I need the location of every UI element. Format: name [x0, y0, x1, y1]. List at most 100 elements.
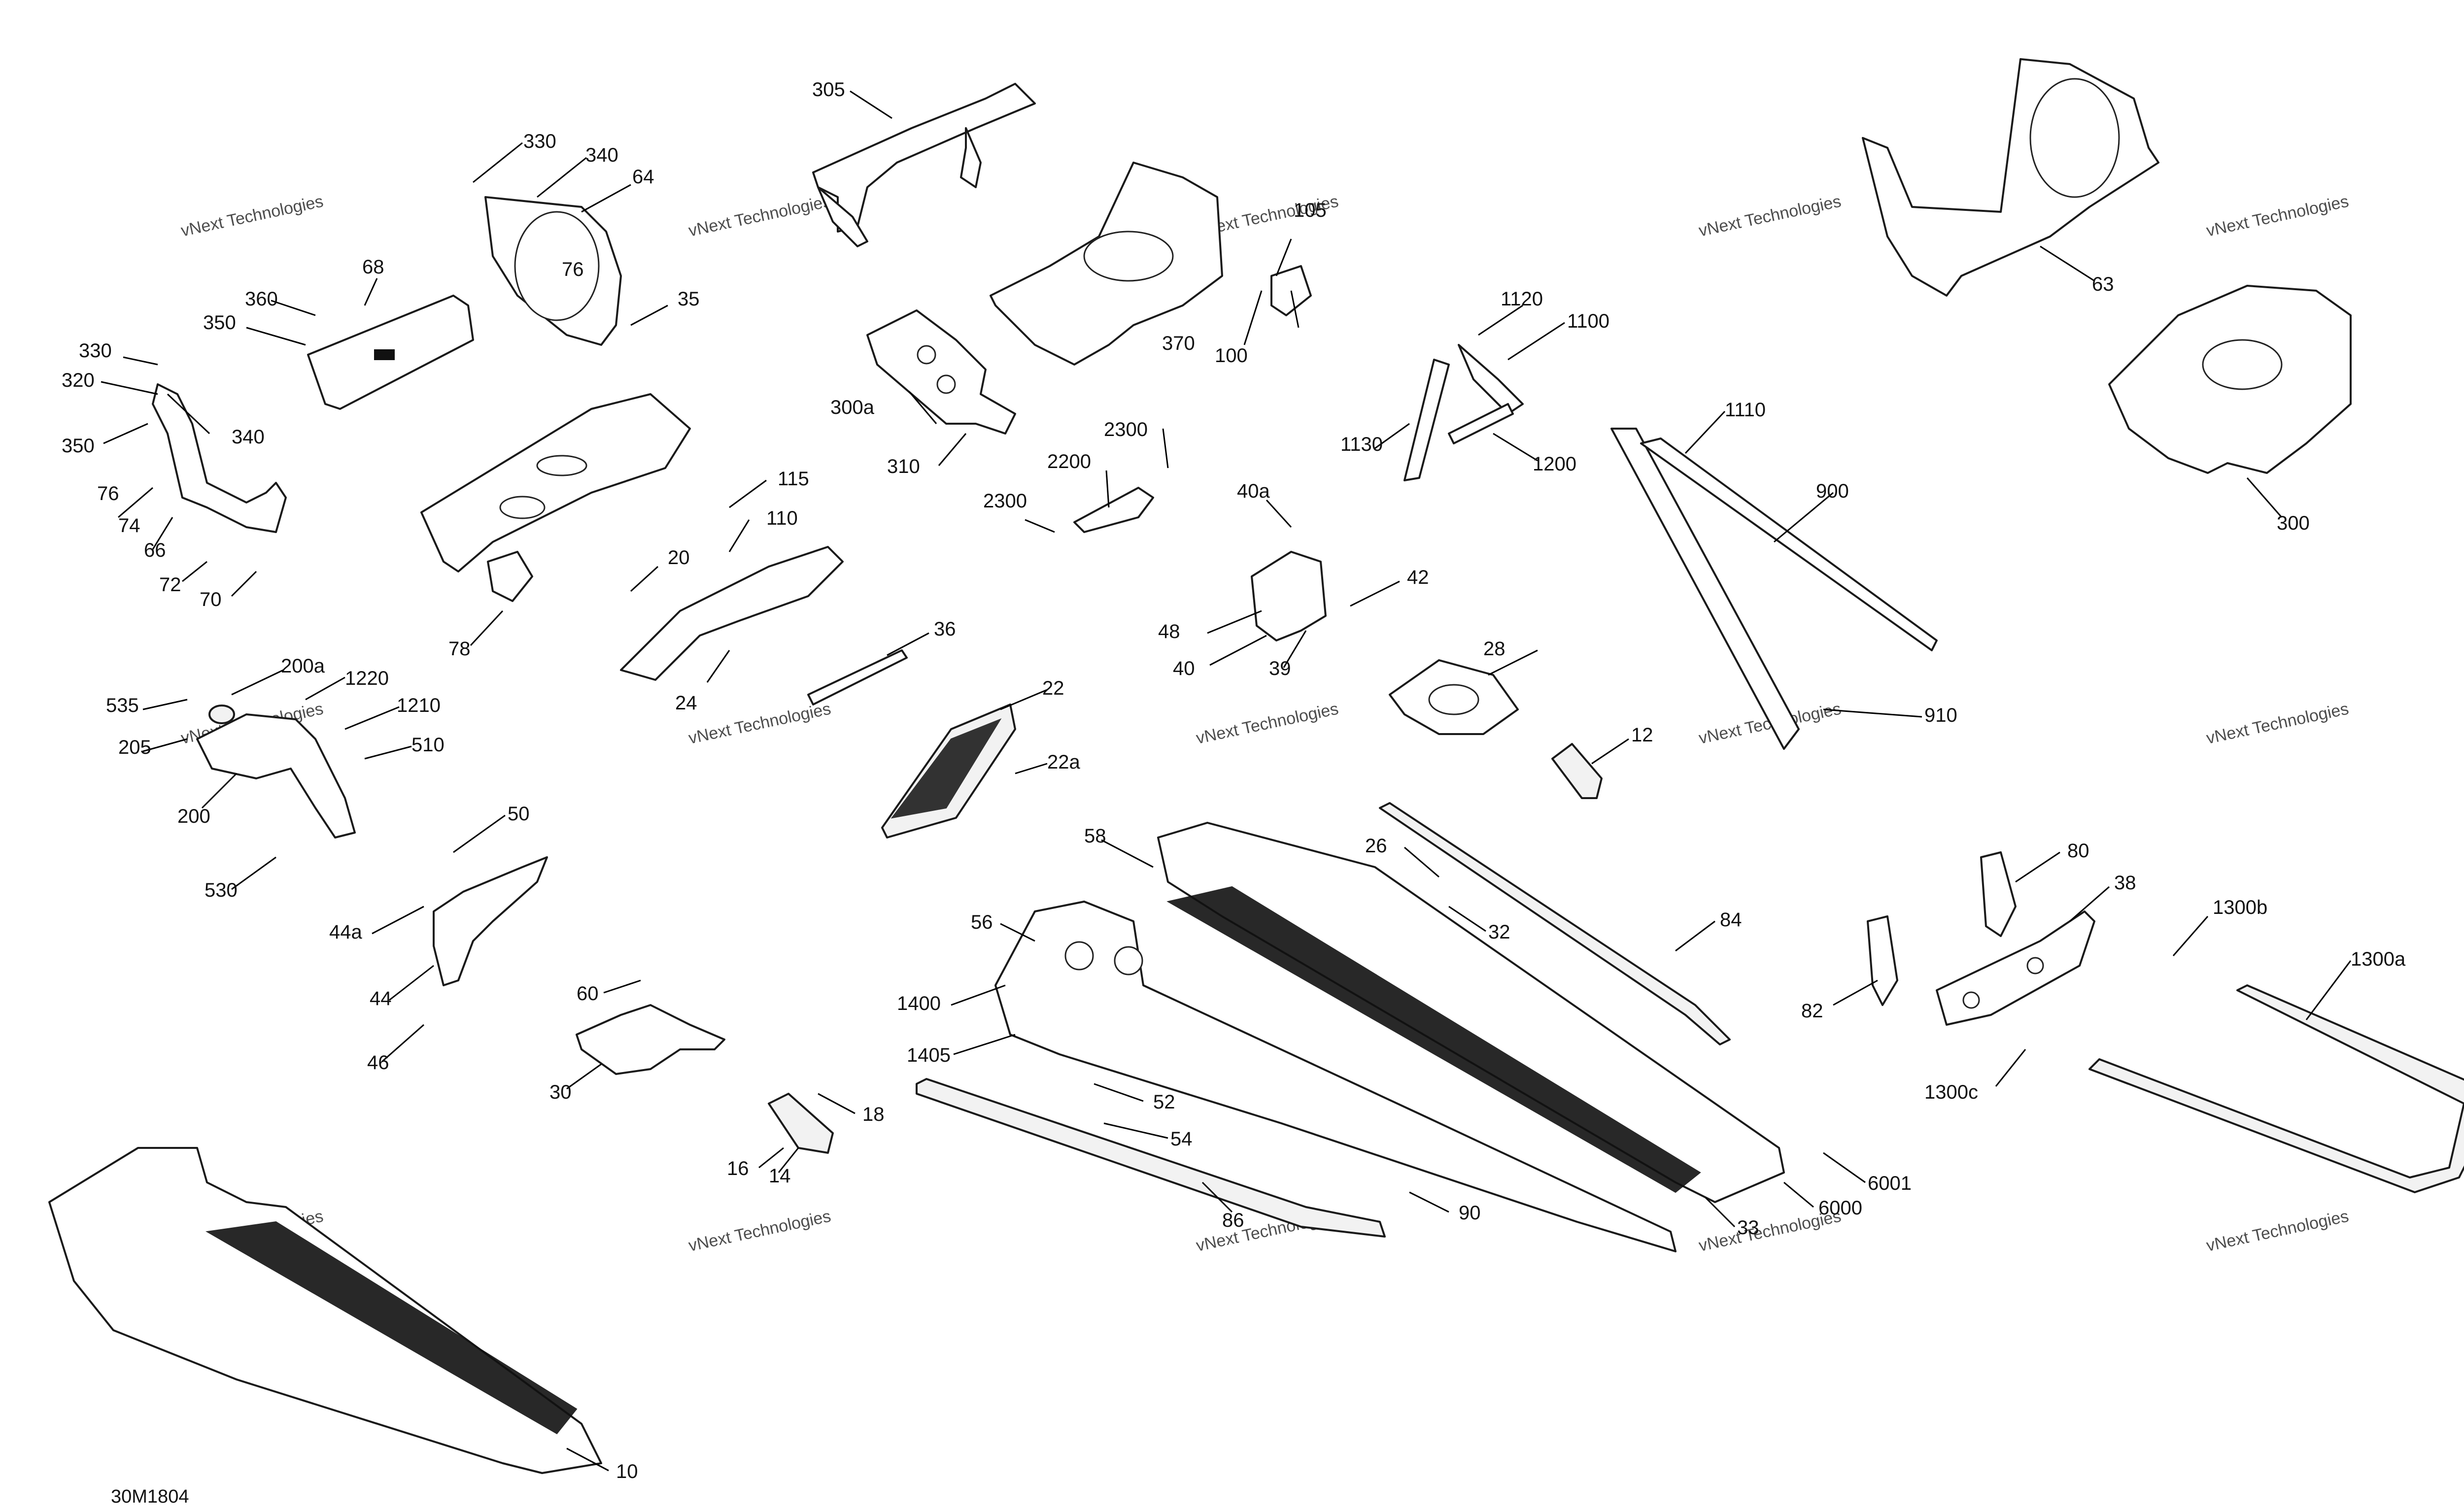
callout-12: 12 [1631, 724, 1653, 746]
callout-1110: 1110 [1725, 399, 1766, 421]
callout-30: 30 [549, 1081, 572, 1103]
part-900-rod [1610, 428, 1938, 750]
callout-330: 330 [523, 131, 556, 152]
svg-text:vNext Technologies: vNext Technologies [2205, 192, 2351, 240]
part-44-bracket [433, 856, 548, 986]
callout-6000: 6000 [1818, 1197, 1862, 1219]
watermark: vNext Technologies [687, 192, 833, 240]
svg-text:vNext Technologies: vNext Technologies [687, 699, 833, 747]
part-10-tunnel-assembly [48, 1147, 602, 1474]
callout-10: 10 [616, 1461, 638, 1482]
callout-1405: 1405 [907, 1044, 951, 1066]
leader-lines [101, 90, 2352, 1472]
callout-110: 110 [766, 507, 798, 529]
callout-76: 76 [562, 259, 584, 280]
callout-900: 900 [1816, 480, 1849, 502]
callout-1300c: 1300c [1924, 1081, 1978, 1103]
callout-90: 90 [1459, 1202, 1481, 1224]
svg-text:vNext Technologies: vNext Technologies [1697, 192, 1843, 240]
callout-1220: 1220 [345, 668, 389, 689]
callout-205: 205 [118, 737, 151, 758]
callout-44: 44 [370, 988, 392, 1009]
callout-78: 78 [448, 638, 471, 660]
part-1400-tunnel-rear [994, 901, 1677, 1252]
part-300a-bracket [866, 309, 1016, 435]
part-38-crossmember [1936, 910, 2095, 1026]
callout-300a: 300a [830, 397, 875, 418]
part-105-front-frame [990, 162, 1312, 366]
callout-305: 305 [812, 79, 845, 101]
figure-id: 30M1804 [111, 1486, 189, 1507]
callout-1130: 1130 [1340, 434, 1383, 455]
svg-text:vNext Technologies: vNext Technologies [2205, 699, 2351, 747]
watermark: vNext Technologies [687, 1207, 833, 1255]
callout-1200: 1200 [1533, 453, 1576, 475]
callout-370: 370 [1162, 333, 1195, 354]
svg-text:vNext Technologies: vNext Technologies [1195, 699, 1340, 747]
callout-84: 84 [1720, 909, 1742, 931]
part-64-front-plate [484, 196, 622, 346]
callout-72: 72 [159, 574, 181, 596]
callout-310: 310 [887, 456, 920, 477]
watermark: vNext Technologies [2205, 192, 2351, 240]
callout-22: 22 [1042, 677, 1064, 699]
callout-1100: 1100 [1567, 310, 1609, 332]
callout-40: 40 [1173, 658, 1195, 679]
callout-200a: 200a [281, 655, 325, 677]
callout-74: 74 [118, 515, 140, 537]
part-80-bracket [1980, 851, 2017, 937]
callout-350: 350 [62, 435, 95, 457]
part-22-heat-exchanger [881, 704, 1016, 839]
callout-36: 36 [934, 618, 956, 640]
part-12-block [1551, 743, 1603, 799]
callout-44a: 44a [329, 921, 362, 943]
callout-510: 510 [411, 734, 445, 756]
callout-54: 54 [1170, 1128, 1193, 1150]
callout-64: 64 [632, 166, 654, 188]
part-14-block [768, 1093, 834, 1154]
callout-60: 60 [577, 983, 599, 1005]
callout-105: 105 [1294, 200, 1327, 221]
part-36-rod [807, 649, 908, 705]
part-40-bracket [1251, 551, 1327, 641]
callout-50: 50 [508, 803, 530, 825]
part-20-tray [620, 546, 844, 681]
part-305-steering-support [812, 83, 1036, 247]
part-66-side-bracket [152, 383, 287, 533]
callout-16: 16 [727, 1158, 749, 1179]
callout-labels: 305 330 340 64 76 35 68 360 350 330 320 … [62, 79, 2406, 1482]
watermark: vNext Technologies [179, 192, 325, 240]
callout-82: 82 [1801, 1000, 1823, 1022]
callout-38: 38 [2114, 872, 2136, 894]
callout-26: 26 [1365, 835, 1387, 857]
callout-14: 14 [769, 1165, 791, 1187]
callout-32: 32 [1488, 921, 1510, 943]
callout-22a: 22a [1047, 751, 1080, 773]
callout-42: 42 [1407, 567, 1429, 588]
callout-52: 52 [1153, 1091, 1175, 1113]
part-78-shield-plate [420, 393, 691, 602]
callout-35: 35 [678, 288, 700, 310]
watermark: vNext Technologies [687, 699, 833, 747]
callout-2200: 2200 [1047, 451, 1091, 472]
callout-48: 48 [1158, 621, 1180, 642]
callout-530: 530 [205, 879, 238, 901]
svg-text:vNext Technologies: vNext Technologies [687, 192, 833, 240]
callout-2300: 2300 [1104, 419, 1148, 440]
callout-46: 46 [367, 1052, 389, 1074]
callout-20: 20 [668, 547, 690, 569]
part-2200-bracket [1073, 487, 1154, 533]
callout-1400: 1400 [897, 993, 941, 1014]
callout-63: 63 [2092, 273, 2114, 295]
callout-300: 300 [2277, 512, 2310, 534]
callout-910: 910 [1924, 705, 1957, 726]
callout-58: 58 [1084, 825, 1106, 847]
callout-86: 86 [1222, 1209, 1244, 1231]
callout-1300a: 1300a [2351, 948, 2406, 970]
svg-text:vNext Technologies: vNext Technologies [179, 192, 325, 240]
callout-340: 340 [232, 426, 265, 448]
callout-2300: 2300 [983, 490, 1027, 512]
parts-layer [48, 58, 2464, 1474]
callout-33: 33 [1737, 1217, 1759, 1239]
callout-1120: 1120 [1501, 288, 1543, 310]
